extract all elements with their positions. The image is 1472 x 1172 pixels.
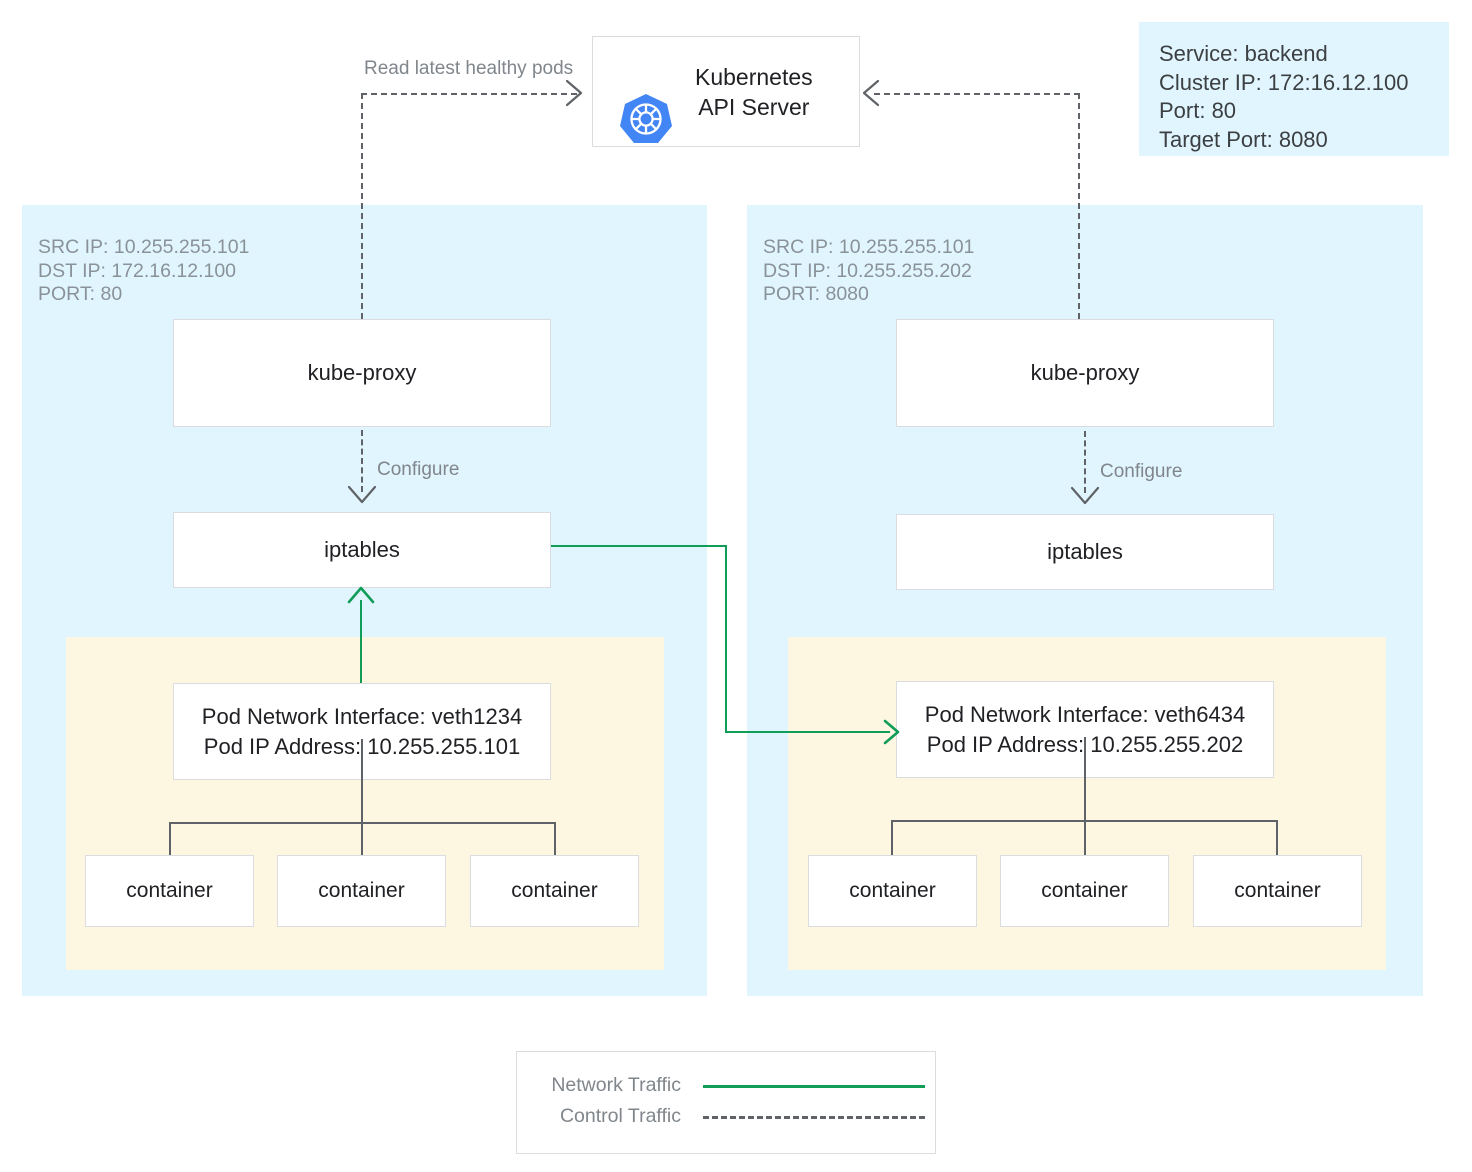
api-server-box[interactable]: Kubernetes API Server — [592, 36, 860, 147]
control-edge-right-vertical — [1078, 93, 1080, 319]
control-edge-left-horizontal — [361, 93, 577, 95]
network-edge-cross-vertical — [725, 545, 728, 733]
pod-tree-bar-right — [891, 820, 1277, 822]
pod-tree-drop-left-1 — [169, 822, 171, 859]
configure-edge-right — [1084, 431, 1086, 493]
iptables-box-left[interactable]: iptables — [173, 512, 551, 588]
pod-interface-label-right: Pod Network Interface: veth6434 Pod IP A… — [924, 701, 1246, 757]
pod-tree-bar-left — [169, 822, 555, 824]
control-edge-right-horizontal — [874, 93, 1080, 95]
container-box-left-1[interactable]: container — [85, 855, 254, 927]
container-box-right-2[interactable]: container — [1000, 855, 1169, 927]
iptables-box-right[interactable]: iptables — [896, 514, 1274, 590]
iptables-label-right: iptables — [1047, 539, 1123, 564]
api-server-label: Kubernetes API Server — [695, 63, 813, 120]
configure-arrowhead-left — [347, 485, 377, 504]
container-label: container — [126, 879, 213, 902]
legend-control-traffic-label: Control Traffic — [559, 1105, 681, 1127]
pod-tree-drop-left-3 — [554, 822, 556, 859]
control-edge-left-vertical — [361, 93, 363, 319]
network-edge-pod-to-iptables — [360, 600, 363, 683]
container-box-left-2[interactable]: container — [277, 855, 446, 927]
legend-box: Network Traffic Control Traffic — [516, 1051, 936, 1154]
control-edge-left-arrowhead — [565, 79, 583, 107]
kube-proxy-box-right[interactable]: kube-proxy — [896, 319, 1274, 427]
configure-label-left: Configure — [377, 459, 460, 480]
container-box-right-1[interactable]: container — [808, 855, 977, 927]
iptables-label-left: iptables — [324, 537, 400, 562]
legend-control-traffic-line — [703, 1116, 925, 1119]
kube-proxy-label-left: kube-proxy — [307, 360, 417, 385]
configure-edge-left — [361, 430, 363, 492]
pod-tree-drop-right-3 — [1276, 820, 1278, 857]
node-meta-right: SRC IP: 10.255.255.101 DST IP: 10.255.25… — [763, 236, 975, 305]
network-edge-into-pod — [725, 731, 890, 734]
kubernetes-logo-icon — [619, 92, 673, 146]
pod-tree-stem-left — [361, 739, 363, 859]
kube-proxy-label-right: kube-proxy — [1030, 360, 1140, 385]
container-label: container — [511, 879, 598, 902]
service-info-text: Service: backend Cluster IP: 172:16.12.1… — [1159, 41, 1409, 152]
network-arrowhead-up-left — [347, 586, 375, 604]
container-box-left-3[interactable]: container — [470, 855, 639, 927]
legend-network-traffic-label: Network Traffic — [551, 1074, 681, 1096]
legend-network-traffic-line — [703, 1085, 925, 1088]
configure-arrowhead-right — [1070, 486, 1100, 505]
pod-tree-drop-right-1 — [891, 820, 893, 857]
kube-proxy-box-left[interactable]: kube-proxy — [173, 319, 551, 427]
configure-label-right: Configure — [1100, 461, 1183, 482]
service-info-box: Service: backend Cluster IP: 172:16.12.1… — [1139, 22, 1449, 156]
container-label: container — [318, 879, 405, 902]
container-label: container — [1234, 879, 1321, 902]
network-arrowhead-right-pod — [883, 719, 900, 745]
container-label: container — [849, 879, 936, 902]
control-edge-right-arrowhead — [862, 79, 880, 107]
pod-interface-label-left: Pod Network Interface: veth1234 Pod IP A… — [201, 703, 523, 759]
container-label: container — [1041, 879, 1128, 902]
network-edge-iptables-out — [551, 545, 727, 548]
read-pods-label: Read latest healthy pods — [364, 58, 574, 79]
node-meta-left: SRC IP: 10.255.255.101 DST IP: 172.16.12… — [38, 236, 250, 305]
pod-tree-stem-right — [1084, 737, 1086, 857]
container-box-right-3[interactable]: container — [1193, 855, 1362, 927]
